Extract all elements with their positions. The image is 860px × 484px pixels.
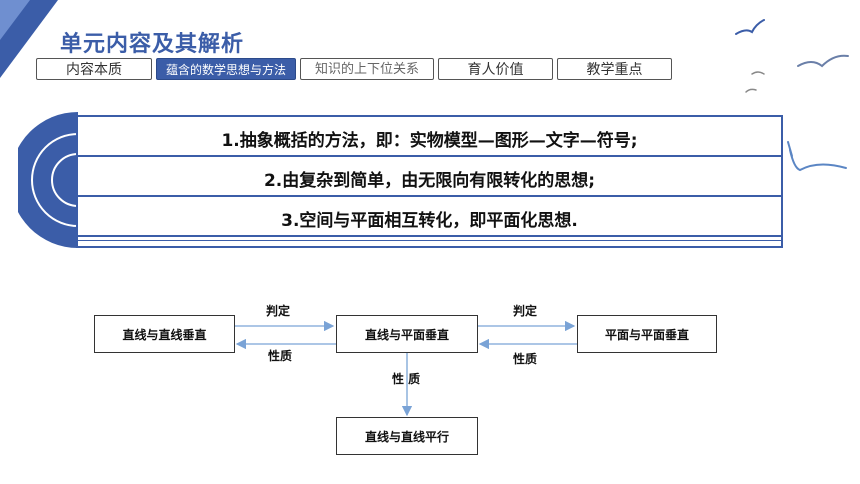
tab-math-thinking[interactable]: 蕴含的数学思想与方法 [156, 58, 296, 80]
idea-item: 3.空间与平面相互转化，即平面化思想. [281, 211, 578, 231]
node-plane-plane-perpendicular: 平面与平面垂直 [577, 315, 717, 353]
tab-knowledge-relation[interactable]: 知识的上下位关系 [300, 58, 434, 80]
edge-label-property: 性 质 [392, 372, 421, 386]
seagull-icon [745, 71, 765, 93]
edge-label-property: 性质 [513, 352, 538, 366]
divider [78, 155, 781, 157]
divider [78, 235, 781, 237]
divider [78, 195, 781, 197]
tab-bar: 内容本质 蕴含的数学思想与方法 知识的上下位关系 育人价值 教学重点 [36, 58, 672, 80]
corner-decoration [0, 0, 58, 78]
tab-teaching-focus[interactable]: 教学重点 [557, 58, 672, 80]
seagull-icon [735, 19, 765, 35]
edge-label-property: 性质 [268, 349, 293, 363]
idea-item: 2.由复杂到简单，由无限向有限转化的思想; [263, 171, 596, 191]
tab-education-value[interactable]: 育人价值 [438, 58, 553, 80]
edge-label-judge: 判定 [266, 304, 291, 318]
tab-content-essence[interactable]: 内容本质 [36, 58, 152, 80]
edge-label-judge: 判定 [513, 304, 538, 318]
circle-decoration [18, 112, 79, 248]
divider [78, 240, 781, 241]
idea-item: 1.抽象概括的方法，即：实物模型—图形—文字—符号; [221, 131, 638, 151]
page-title: 单元内容及其解析 [60, 32, 245, 57]
thinking-methods-panel: 1.抽象概括的方法，即：实物模型—图形—文字—符号; 2.由复杂到简单，由无限向… [76, 115, 783, 248]
node-line-line-parallel: 直线与直线平行 [336, 417, 478, 455]
seagull-icon [787, 141, 847, 172]
seagull-icon [797, 54, 849, 68]
node-line-line-perpendicular: 直线与直线垂直 [94, 315, 235, 353]
node-line-plane-perpendicular: 直线与平面垂直 [336, 315, 478, 353]
